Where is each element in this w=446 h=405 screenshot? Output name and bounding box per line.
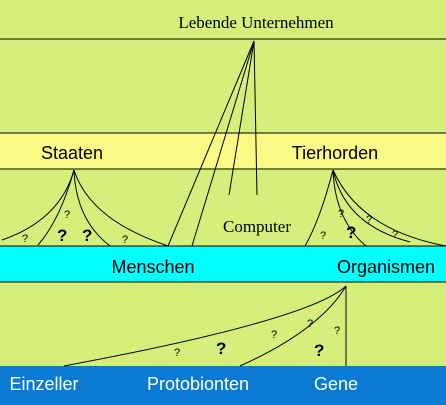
edge-organisms-fan [63, 285, 347, 367]
question-mark: ? [338, 208, 344, 220]
question-mark: ? [320, 230, 326, 242]
label-gene: Gene [314, 374, 358, 394]
question-mark-large: ? [82, 226, 92, 245]
edge-top-to-humans [167, 40, 255, 247]
edge-hordes-fan [304, 169, 334, 247]
question-mark: ? [122, 234, 128, 246]
question-mark: ? [22, 233, 28, 245]
label-computer: Computer [223, 217, 291, 236]
question-mark-large: ? [57, 226, 67, 245]
edge-states-fan [37, 169, 75, 246]
question-mark: ? [334, 325, 340, 337]
edge-organisms-fan [239, 285, 347, 367]
band-cells [0, 366, 446, 405]
edge-top-to-humans [191, 40, 255, 247]
label-tierhorden: Tierhorden [292, 143, 378, 163]
edge-top-to-computer [228, 40, 255, 196]
question-mark-large: ? [216, 339, 226, 358]
label-organismen: Organismen [337, 257, 435, 277]
label-protobionten: Protobionten [147, 374, 249, 394]
question-mark-large: ? [346, 223, 356, 242]
question-mark: ? [64, 209, 70, 221]
edge-hordes-fan [332, 169, 411, 243]
edge-states-fan [73, 169, 169, 247]
band-organisms [0, 246, 446, 282]
edge-hordes-fan [332, 169, 367, 247]
edge-top-to-computer [253, 40, 258, 196]
edge-hordes-fan [332, 169, 446, 247]
question-mark: ? [392, 229, 398, 241]
question-mark: ? [271, 329, 277, 341]
label-lebende-unternehmen: Lebende Unternehmen [178, 13, 334, 32]
question-mark: ? [307, 318, 313, 330]
label-einzeller: Einzeller [9, 374, 78, 394]
label-staaten: Staaten [41, 143, 103, 163]
question-mark-large: ? [314, 341, 324, 360]
label-menschen: Menschen [111, 257, 194, 277]
question-mark: ? [174, 347, 180, 359]
band-states [0, 133, 446, 169]
edge-states-fan [73, 169, 111, 247]
question-mark: ? [366, 214, 372, 226]
